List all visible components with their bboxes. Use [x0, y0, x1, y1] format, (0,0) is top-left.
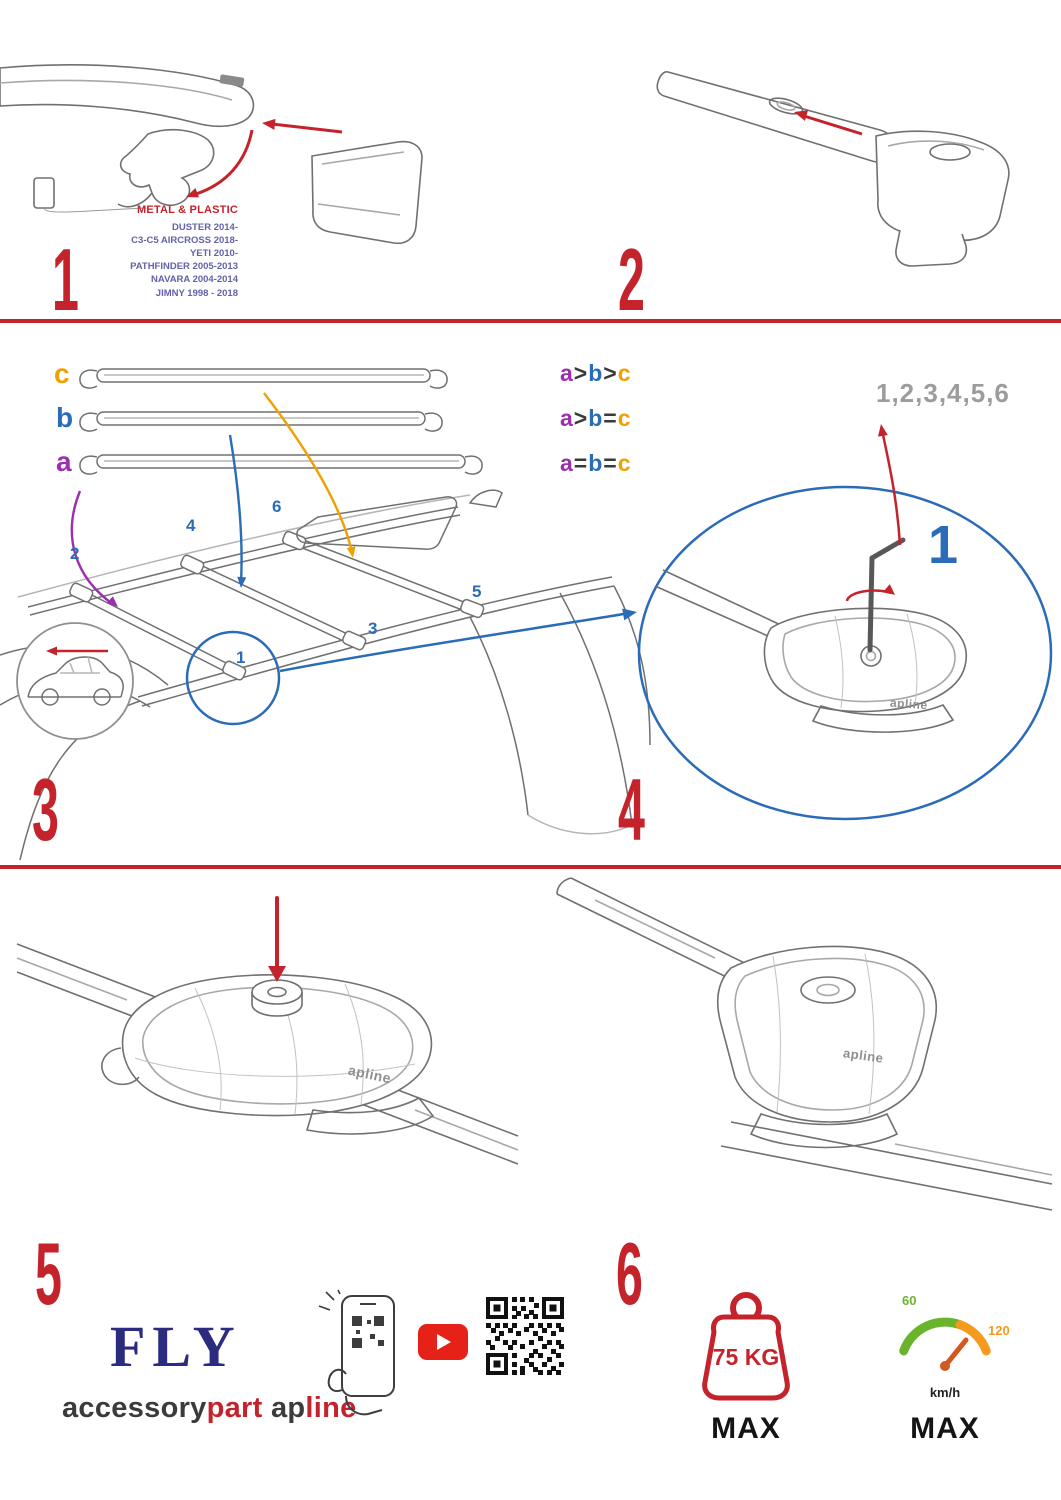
brand-wordmark: accessorypart apline: [62, 1394, 357, 1423]
legend-row-2: a>b=c: [560, 405, 632, 431]
crossbar-a: [79, 454, 483, 475]
vehicle-compatibility-list: DUSTER 2014- C3-C5 AIRCROSS 2018- YETI 2…: [100, 221, 238, 300]
gauge-needle: [942, 1337, 969, 1369]
rotation-arrow: [845, 584, 895, 602]
red-arrows: [186, 118, 343, 198]
vehicle-item: PATHFINDER 2005-2013: [130, 261, 238, 273]
vehicle-item: JIMNY 1998 - 2018: [155, 287, 238, 299]
speed-high-tick: 120: [988, 1323, 1010, 1338]
roof-position-3: 3: [368, 619, 378, 638]
position-1-highlight-circle: [185, 630, 281, 726]
cover-shell: [311, 140, 423, 245]
detail-pointer-arrow: [279, 611, 631, 673]
tightening-detail-drawing: [637, 424, 1053, 821]
roof-layout-drawing: [0, 368, 651, 861]
vehicle-item: DUSTER 2014-: [172, 222, 238, 233]
knob: [251, 979, 303, 1017]
bracket-part: [33, 177, 55, 209]
clamp-cover-drawing: [0, 64, 423, 245]
roof-position-5: 5: [472, 582, 482, 601]
brand-line: line: [305, 1392, 357, 1424]
vehicle-item: YETI 2010-: [189, 248, 238, 260]
brand-part: part: [206, 1392, 263, 1424]
step-2-number: 2: [618, 230, 645, 329]
brand-ap: ap: [270, 1392, 306, 1424]
crossbar-end-drawing: [656, 71, 1010, 267]
end-clamp: [875, 130, 1010, 241]
speed-low-tick: 60: [902, 1293, 917, 1308]
step-1-number: 1: [52, 230, 79, 329]
sequence-arrow: [877, 424, 902, 546]
play-triangle: [437, 1334, 451, 1350]
allen-key: [867, 537, 906, 653]
brand-emboss-p4: apline: [889, 695, 929, 713]
guide-arrows: [70, 392, 356, 607]
bar-b-label: b: [56, 402, 74, 433]
step-4-number: 4: [618, 760, 645, 859]
qr-finder-patterns: [486, 1297, 564, 1375]
roof-position-1: 1: [236, 648, 246, 667]
step-6-number: 6: [616, 1224, 643, 1323]
bar-c-label: c: [54, 358, 70, 389]
speed-max-label: MAX: [910, 1412, 980, 1445]
knob-press-drawing: [16, 896, 519, 1165]
crossbar-b: [79, 411, 443, 432]
weight-max-label: MAX: [711, 1412, 781, 1445]
youtube-icon: [418, 1324, 468, 1360]
step-5-number: 5: [35, 1224, 62, 1323]
legend-row-3: a=b=c: [560, 450, 632, 476]
roof-position-2: 2: [70, 544, 80, 563]
max-speed-gauge-icon: [899, 1317, 991, 1371]
speed-unit-label: km/h: [929, 1385, 961, 1400]
clamp-body: [717, 945, 937, 1123]
vehicle-item: NAVARA 2004-2014: [151, 274, 238, 286]
mounted-clamp-drawing: [556, 877, 1053, 1211]
section-divider: [0, 865, 1061, 869]
step-3-number: 3: [32, 760, 59, 859]
max-load-icon: [702, 1292, 790, 1401]
bar-a-label: a: [56, 446, 72, 477]
vehicle-item: C3-C5 AIRCROSS 2018-: [131, 235, 238, 247]
antenna-fin: [468, 489, 503, 508]
tightening-sequence: 1,2,3,4,5,6: [876, 378, 1010, 408]
brand-accessory: accessory: [62, 1392, 207, 1424]
qr-modules: [486, 1297, 564, 1375]
red-arrow: [794, 110, 863, 136]
sunroof: [296, 496, 458, 550]
legend-row-1: a>b>c: [560, 360, 632, 386]
position-1-callout: 1: [928, 515, 959, 575]
fly-logo: FLY: [110, 1314, 242, 1379]
car-inset: [16, 622, 134, 740]
roof-position-6: 6: [272, 497, 282, 516]
qr-code-icon: [486, 1297, 564, 1375]
detail-circle: [637, 485, 1053, 821]
press-arrow: [268, 896, 286, 982]
max-weight-value: 75 KG: [712, 1344, 780, 1370]
section-divider: [0, 319, 1061, 323]
phone-scan-icon: [318, 1289, 395, 1416]
bar-slot: [768, 97, 804, 115]
material-label: METAL & PLASTIC: [137, 204, 238, 216]
roof-position-4: 4: [186, 516, 196, 535]
crossbar-c: [79, 368, 448, 389]
bar-body: [656, 71, 896, 164]
clamp-body: [763, 607, 967, 713]
foot-clamp: [119, 128, 215, 206]
